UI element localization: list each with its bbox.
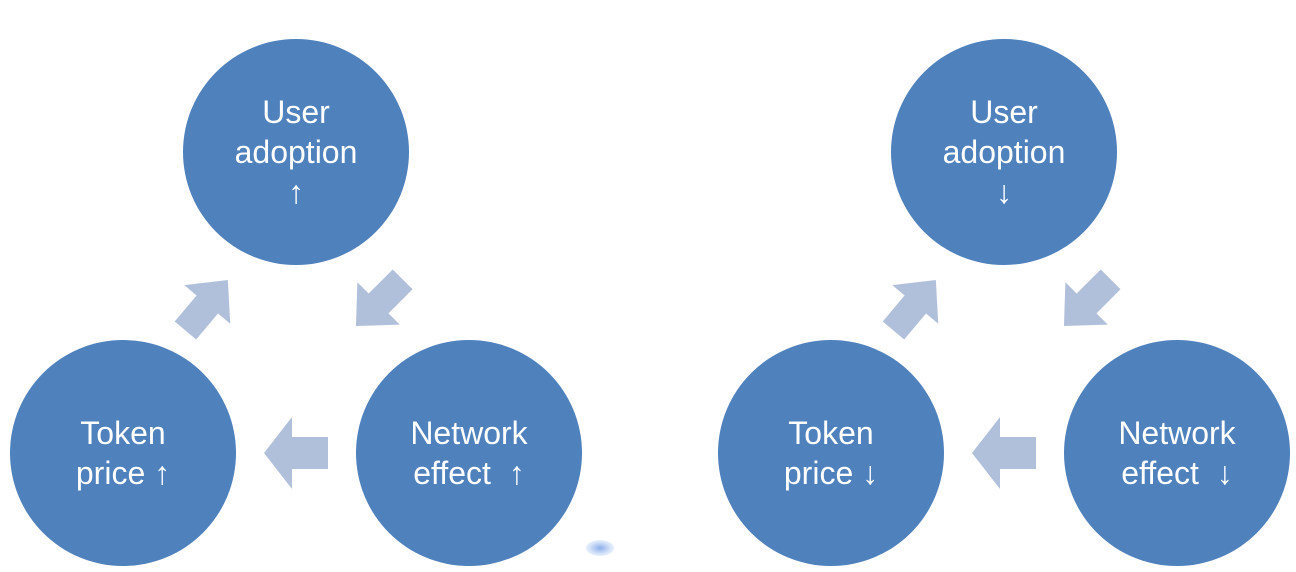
decorative-smudge [586, 540, 614, 556]
network-effect-node: Network effect ↑ [356, 340, 582, 566]
user-adoption-node: User adoption ↓ [891, 39, 1117, 265]
node-label-line: price ↑ [75, 455, 171, 491]
node-label-line: effect ↓ [1121, 455, 1233, 491]
block-arrow-icon [258, 413, 338, 493]
negative-cycle-diagram: User adoption ↓ Network effect ↓ Token p… [708, 0, 1296, 572]
node-label-line: Token [788, 415, 874, 451]
node-label-line: User [970, 94, 1038, 130]
node-label-line: price ↓ [783, 455, 879, 491]
node-label-line: Network [1118, 415, 1236, 451]
block-arrow-icon [340, 262, 420, 342]
token-price-node: Token price ↓ [718, 340, 944, 566]
node-label-line: User [262, 94, 330, 130]
positive-cycle-diagram: User adoption ↑ Network effect ↑ Token p… [10, 39, 582, 566]
node-label-line: adoption [942, 134, 1066, 170]
block-arrow-icon [1048, 262, 1128, 342]
node-label-line: Network [410, 415, 528, 451]
block-arrow-icon [874, 266, 954, 346]
node-label-line: adoption [234, 134, 358, 170]
down-arrow-glyph: ↓ [996, 174, 1012, 210]
token-price-node: Token price ↑ [10, 340, 236, 566]
network-effect-node: Network effect ↓ [1064, 340, 1290, 566]
node-label-line: effect ↑ [413, 455, 525, 491]
user-adoption-node: User adoption ↑ [183, 39, 409, 265]
block-arrow-icon [966, 413, 1046, 493]
block-arrow-icon [166, 266, 246, 346]
node-label-line: Token [80, 415, 166, 451]
up-arrow-glyph: ↑ [288, 174, 304, 210]
